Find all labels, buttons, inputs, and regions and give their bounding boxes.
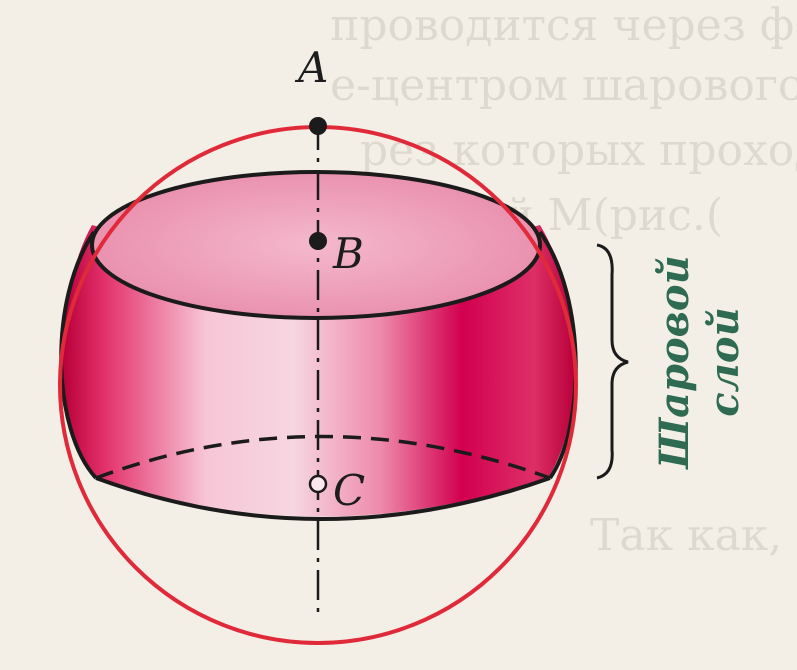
- layer-label-line-2: слой: [701, 307, 748, 416]
- bg-text-line-3: рез которых проход: [360, 125, 797, 176]
- point-c-label: C: [333, 466, 365, 515]
- bottom-section-hidden-arc: [95, 434, 551, 480]
- layer-label-line-1: Шаровой: [651, 255, 698, 470]
- point-a-label: A: [294, 43, 328, 92]
- bottom-section-front-arc: [95, 476, 551, 521]
- point-b-label: B: [332, 229, 364, 278]
- layer-label: Шаровой слой: [651, 255, 748, 470]
- layer-brace: [596, 243, 629, 480]
- bg-text-line-2: е-центром шарового М: [330, 60, 797, 111]
- point-b-marker: [309, 232, 327, 250]
- bg-text-line-5: Так как, то: [590, 510, 797, 561]
- bg-text-line-1: проводится через ф: [330, 0, 794, 51]
- point-c-marker: [308, 474, 328, 494]
- point-a-marker: [309, 117, 327, 135]
- background-text: проводится через ф е-центром шарового М …: [330, 0, 797, 561]
